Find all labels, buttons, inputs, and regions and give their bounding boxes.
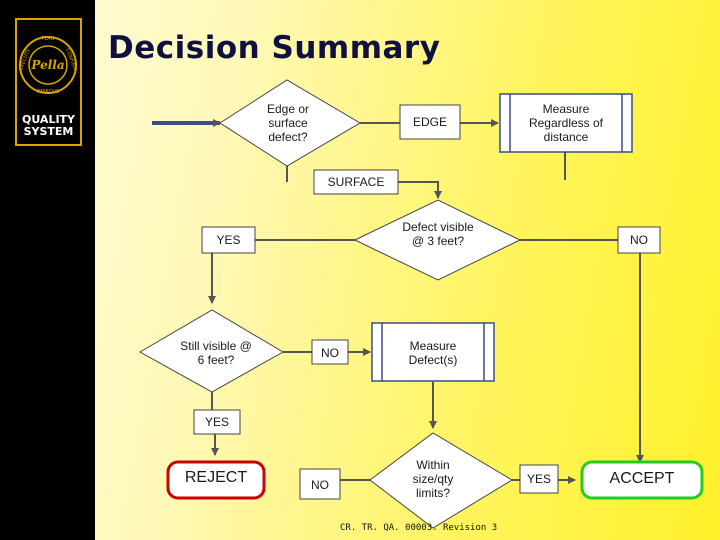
within-limits-label: Within size/qty limits? xyxy=(412,458,454,500)
process-measure-regardless xyxy=(499,93,633,153)
terminal-reject xyxy=(166,460,266,500)
logo-quality-text: QUALITY xyxy=(21,113,76,126)
label-box-yes-3 xyxy=(519,464,559,494)
yes-label-2: YES xyxy=(204,415,229,429)
yes-label-3: YES xyxy=(526,472,551,486)
surface-label: SURFACE xyxy=(327,175,385,189)
page-title: Decision Summary xyxy=(108,30,441,66)
terminal-accept xyxy=(580,460,704,500)
edge-or-surface-label: Edge or surface defect? xyxy=(266,102,310,144)
yes-label-1: YES xyxy=(216,233,241,247)
logo-system-text: SYSTEM xyxy=(23,125,74,138)
no-label-2: NO xyxy=(321,346,339,360)
measure-regardless-label: Measure Regardless of distance xyxy=(528,102,604,144)
measure-defects-label: Measure Defect(s) xyxy=(408,339,458,367)
label-box-yes-1 xyxy=(201,226,256,254)
label-box-no-1 xyxy=(617,226,661,254)
connector-surface-to-defect xyxy=(398,181,442,199)
logo-ring-word-plan: PLAN xyxy=(41,36,54,42)
pella-seal-icon: Pella PLAN CONFIRM IMPROVE EXECUTE xyxy=(18,36,78,95)
no-label-3: NO xyxy=(311,478,329,492)
decision-within-limits xyxy=(369,432,513,529)
logo-ring-word-improve: IMPROVE xyxy=(37,89,60,95)
decision-defect-visible xyxy=(353,199,522,281)
edge-label: EDGE xyxy=(412,115,447,129)
accept-label: ACCEPT xyxy=(609,470,675,487)
label-box-surface xyxy=(313,169,399,195)
label-box-no-3 xyxy=(299,468,341,500)
decision-still-visible xyxy=(138,309,284,393)
reject-label: REJECT xyxy=(184,469,248,486)
pella-quality-logo: Pella PLAN CONFIRM IMPROVE EXECUTE QUALI… xyxy=(15,18,82,146)
no-label-1: NO xyxy=(630,233,648,247)
process-measure-defects xyxy=(371,322,495,382)
decision-edge-or-surface xyxy=(219,79,361,167)
defect-visible-label: Defect visible @ 3 feet? xyxy=(402,220,474,248)
still-visible-label: Still visible @ 6 feet? xyxy=(180,339,252,367)
pella-wordmark: Pella xyxy=(30,58,64,72)
label-box-edge xyxy=(399,104,461,140)
label-box-yes-2 xyxy=(193,409,241,435)
document-footer: CR. TR. QA. 00003. Revision 3 xyxy=(340,523,498,533)
label-box-no-2 xyxy=(311,339,349,365)
